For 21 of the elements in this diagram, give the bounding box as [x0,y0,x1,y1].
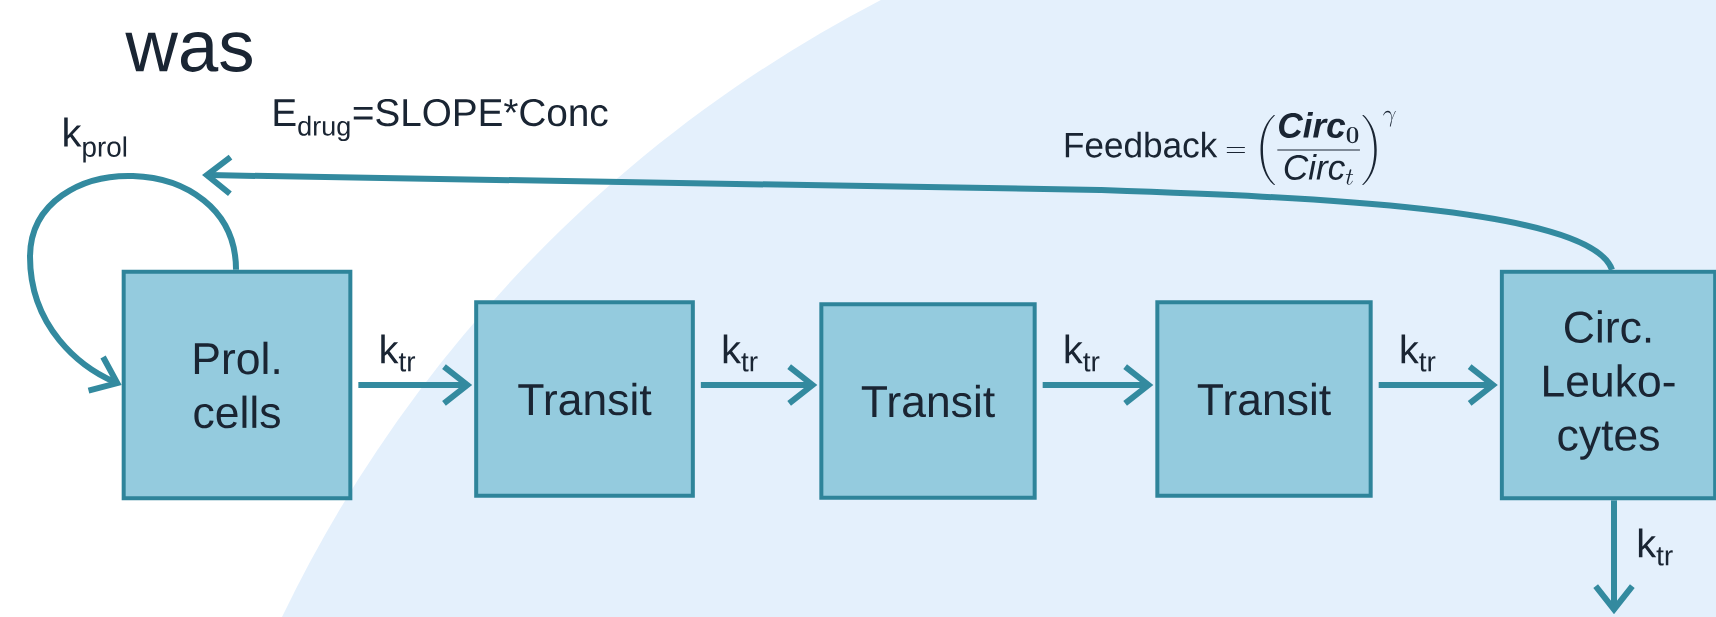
process-box: Circ. Leuko- cytes [1499,269,1716,501]
arrow [1042,364,1154,406]
rate-label: k$_{tr}$ [381,334,416,372]
process-box: Prol. cells [121,269,353,501]
arrow [700,364,818,406]
arrow [1593,500,1635,615]
arrow [1378,364,1498,406]
heading-text: was [125,32,252,72]
arrow [358,364,473,406]
process-box: Transit [474,300,695,498]
process-box: Transit [819,302,1037,500]
rate-label: k$_{tr}$ [1401,334,1436,372]
rate-label: k$_{tr}$ [723,334,758,372]
arrow [27,173,239,394]
equation-text: E$_{drug}$=SLOPE*Conc [274,98,608,142]
rate-label: k$_{prol}$ [64,117,127,163]
rate-label: k$_{tr}$ [1065,334,1100,372]
rate-label: k$_{tr}$ [1638,528,1673,566]
arrow [202,154,1615,272]
feedback-formula: $\text{Feedback} = \left(\frac{\boldsymbol{\mathit{Circ}_0}}{\mathit{Circ}_t}\right)^{\gamma}$ [1065,110,1396,185]
process-box: Transit [1155,300,1373,498]
